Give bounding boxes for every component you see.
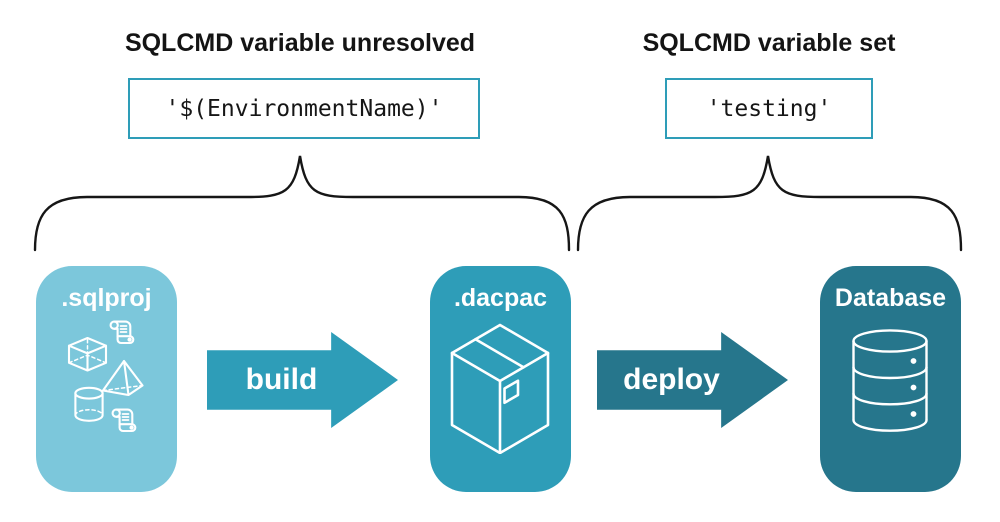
build-arrow: build	[207, 332, 398, 428]
script-scroll-icon	[109, 320, 135, 345]
code-text-unresolved: '$(EnvironmentName)'	[165, 95, 443, 122]
database-icon	[852, 329, 928, 432]
sqlproj-node-label: .sqlproj	[61, 284, 152, 312]
deploy-arrow-label: deploy	[623, 363, 720, 396]
cylinder-icon	[74, 386, 104, 422]
database-node: Database	[820, 266, 961, 492]
sqlproj-node: .sqlproj	[36, 266, 177, 492]
code-text-resolved: 'testing'	[706, 95, 832, 122]
database-node-label: Database	[834, 284, 947, 312]
heading-sqlcmd-unresolved: SQLCMD variable unresolved	[124, 29, 476, 57]
script-scroll-icon	[111, 408, 137, 433]
package-icon	[450, 323, 550, 454]
code-box-resolved-value: 'testing'	[665, 78, 873, 139]
right-curly-brace	[576, 155, 963, 252]
sql-objects-icon	[67, 320, 144, 433]
dacpac-node: .dacpac	[430, 266, 571, 492]
left-curly-brace	[33, 155, 571, 252]
heading-sqlcmd-set: SQLCMD variable set	[642, 29, 896, 57]
build-arrow-label: build	[245, 363, 318, 396]
code-box-unresolved-variable: '$(EnvironmentName)'	[128, 78, 480, 139]
pyramid-icon	[101, 359, 144, 397]
cube-icon	[67, 336, 108, 372]
deploy-arrow: deploy	[597, 332, 788, 428]
dacpac-node-label: .dacpac	[453, 284, 548, 312]
